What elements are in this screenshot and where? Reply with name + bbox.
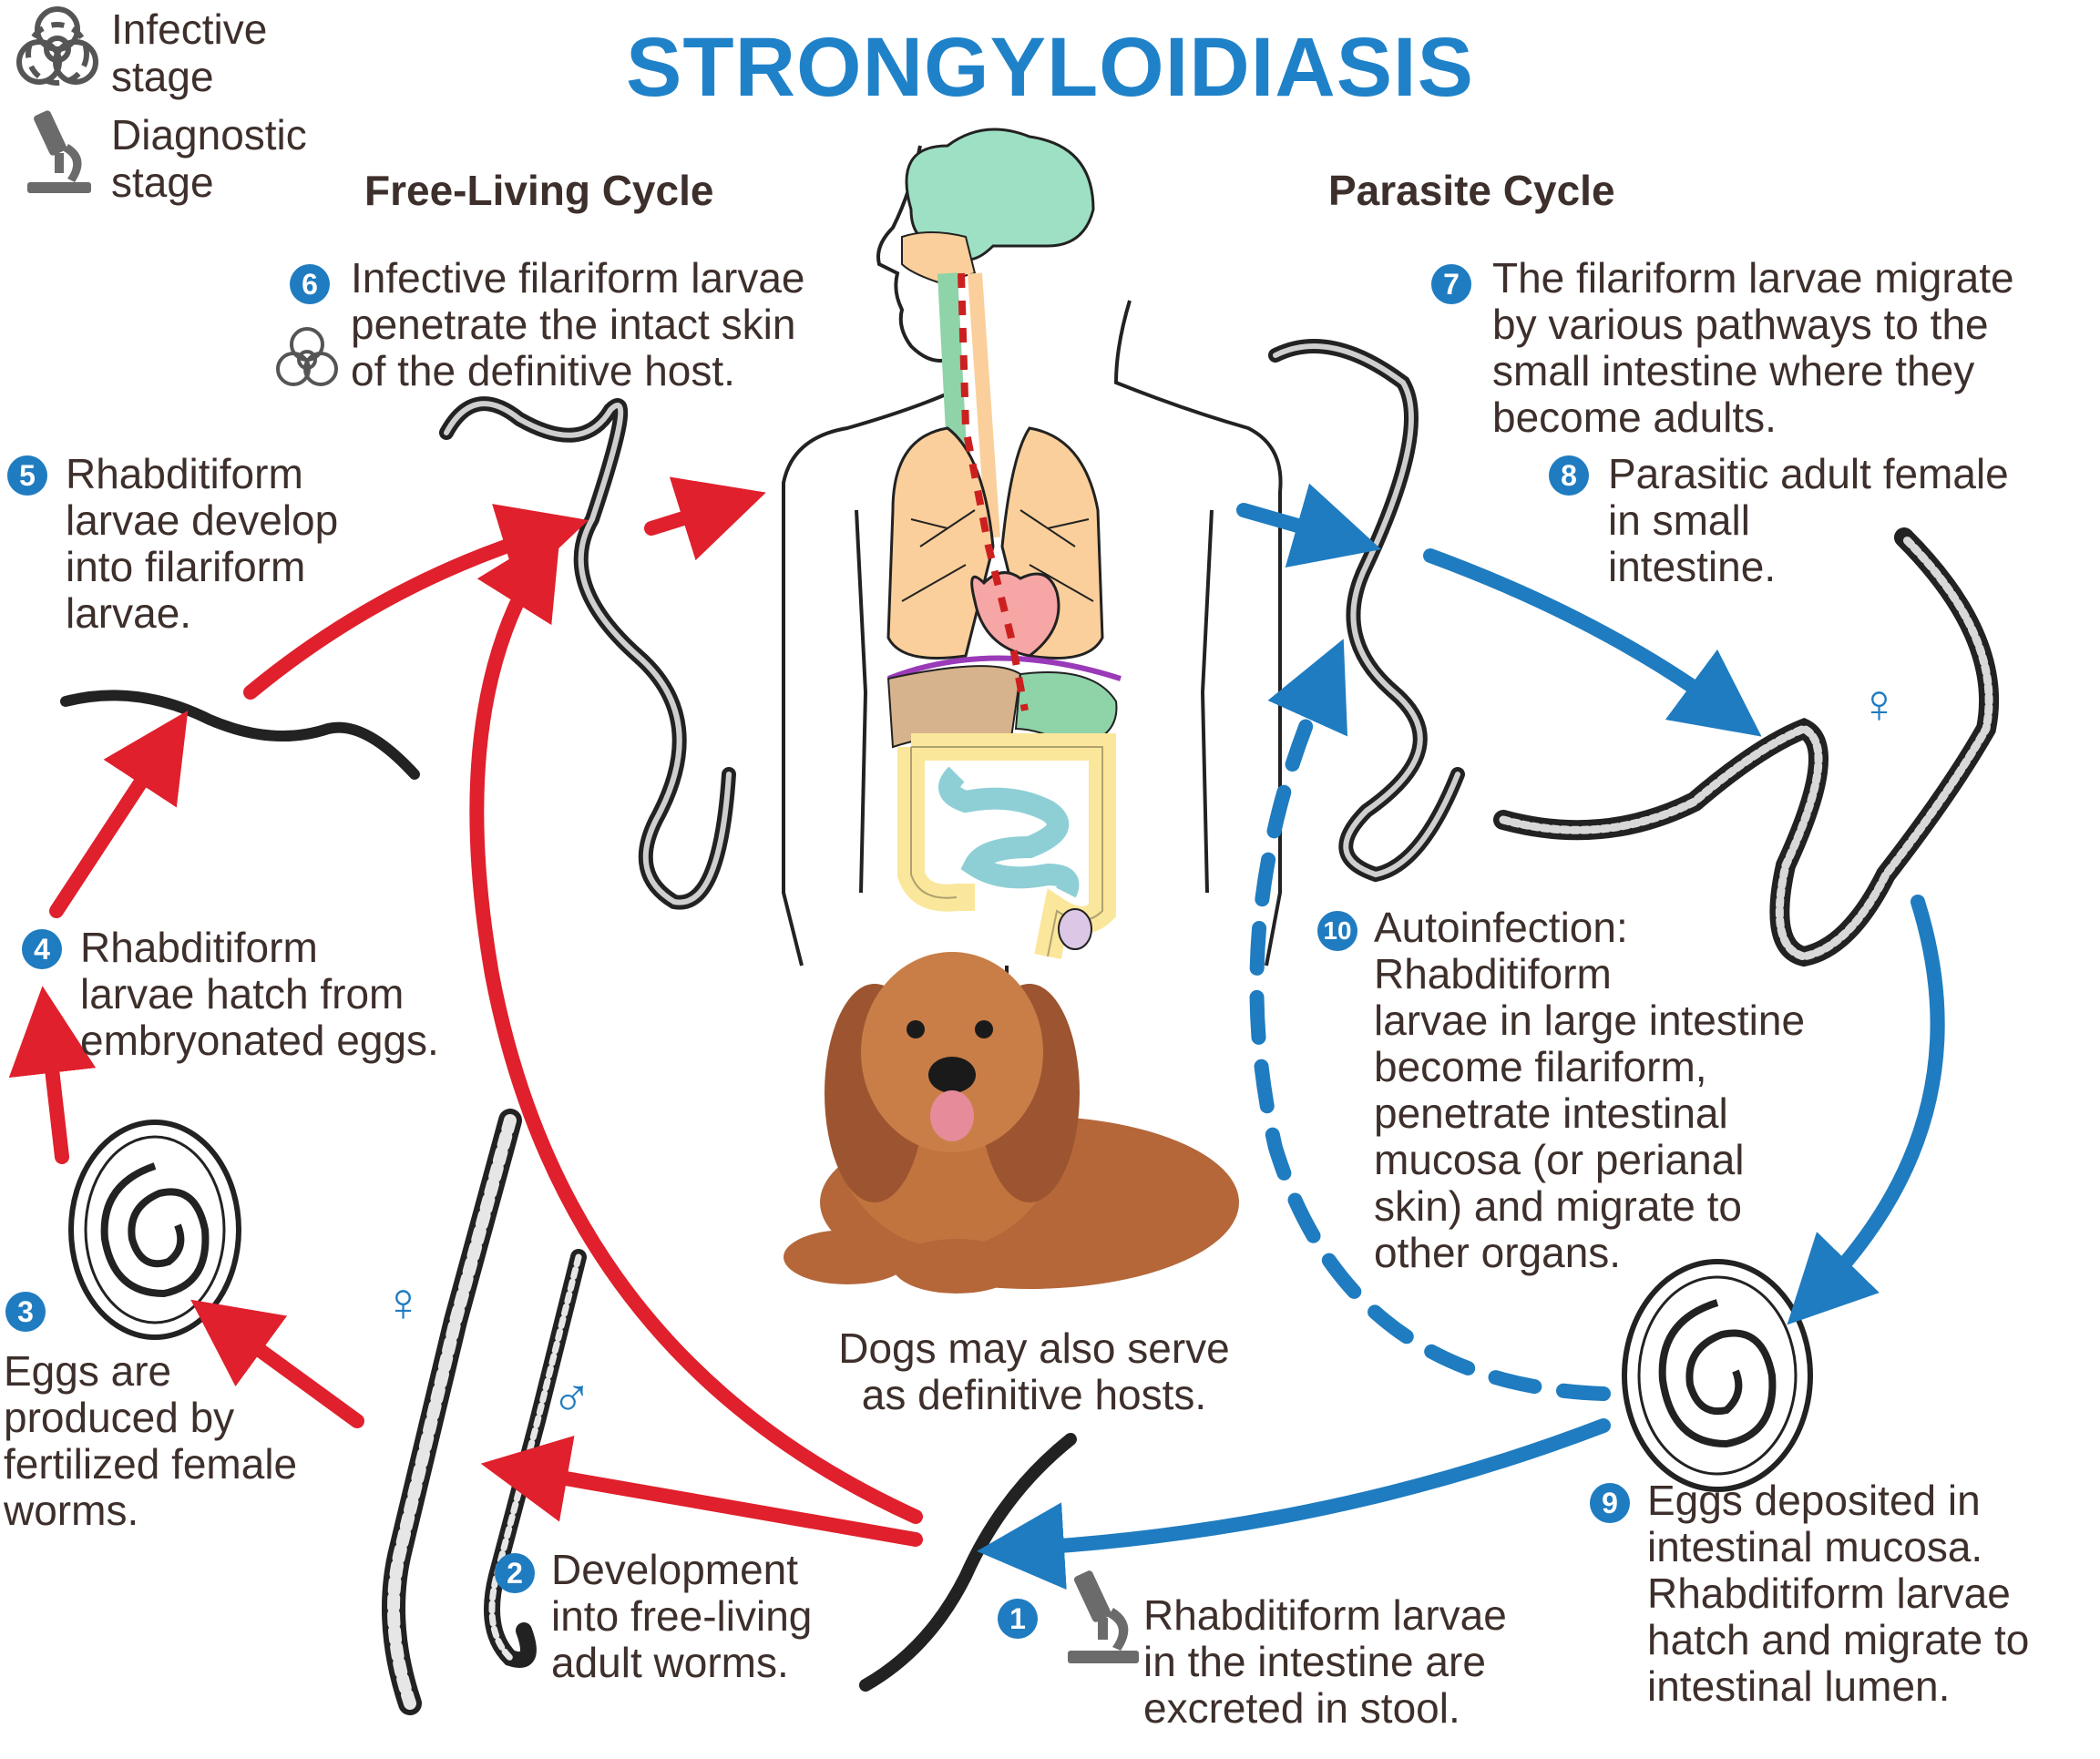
step-2-text: Development into free-living adult worms… — [551, 1546, 813, 1686]
filariform-larva-left — [439, 396, 736, 910]
microscope-icon — [27, 110, 91, 193]
male-symbol-free-living: ♂ — [551, 1367, 592, 1428]
microscope-icon-step1 — [1068, 1570, 1139, 1663]
parasite-cycle-heading: Parasite Cycle — [1328, 167, 1615, 214]
legend-infective-label: Infective stage — [111, 5, 268, 100]
human-body-outline — [782, 145, 1283, 1011]
embryonated-egg-left — [68, 1120, 241, 1340]
egg-in-mucosa-right — [1622, 1259, 1813, 1492]
rhabditiform-larva-5 — [60, 690, 420, 780]
step-badge-8: 8 — [1549, 455, 1589, 496]
dog-caption: Dogs may also serve as definitive hosts. — [838, 1324, 1230, 1418]
arrow-1-to-2 — [480, 1435, 923, 1547]
small-intestine — [938, 766, 1080, 898]
step-9-text: Eggs deposited in intestinal mucosa. Rha… — [1647, 1477, 2030, 1710]
step-badge-2: 2 — [495, 1553, 535, 1593]
parasitic-adult-female — [1493, 527, 1999, 967]
arrow-2-to-3 — [190, 1299, 364, 1428]
step-badge-6: 6 — [290, 264, 330, 304]
step-6-text: Infective filariform larvae penetrate th… — [351, 254, 805, 394]
step-3-text: Eggs are produced by fertilized female w… — [4, 1347, 298, 1534]
step-badge-5: 5 — [7, 455, 47, 496]
step-badge-4: 4 — [22, 929, 62, 969]
step-badge-9: 9 — [1590, 1483, 1630, 1523]
step-badge-7: 7 — [1431, 264, 1471, 304]
step-badge-3: 3 — [5, 1292, 46, 1332]
step-badge-10: 10 — [1317, 911, 1357, 951]
arrow-8-to-9 — [1787, 895, 1945, 1325]
female-symbol-parasitic: ♀ — [1859, 673, 1900, 734]
step-8-text: Parasitic adult female in small intestin… — [1608, 450, 2009, 590]
step-7-text: The filariform larvae migrate by various… — [1492, 254, 2014, 441]
filariform-larva-right — [1268, 339, 1465, 883]
female-symbol-free-living: ♀ — [383, 1272, 424, 1333]
rhabditiform-larva-1 — [859, 1433, 1077, 1692]
arrow-3-to-4 — [8, 986, 97, 1164]
arrow-6-to-host — [644, 476, 766, 561]
step-5-text: Rhabditiform larvae develop into filarif… — [66, 450, 339, 637]
arrow-autoinfection — [1249, 639, 1611, 1401]
stomach — [1014, 671, 1118, 749]
dog-image — [784, 952, 1239, 1294]
step-1-text: Rhabditiform larvae in the intestine are… — [1143, 1591, 1507, 1732]
biohazard-icon — [16, 6, 98, 86]
step-10-text: Autoinfection: Rhabditiform larvae in la… — [1374, 904, 1806, 1276]
left-lung — [886, 426, 995, 660]
arrow-host-to-7 — [1236, 483, 1382, 568]
arrow-7-to-8 — [1423, 548, 1762, 737]
arrow-4-to-5 — [49, 710, 189, 918]
biohazard-icon-step6 — [276, 327, 338, 386]
page-title: STRONGYLOIDIASIS — [626, 21, 1474, 114]
step-4-text: Rhabditiform larvae hatch from embryonat… — [80, 924, 439, 1064]
legend-diagnostic-label: Diagnostic stage — [111, 111, 307, 206]
arrow-1-to-6 — [469, 527, 923, 1524]
free-living-cycle-heading: Free-Living Cycle — [364, 167, 714, 214]
step-badge-1: 1 — [998, 1599, 1038, 1639]
heart — [970, 571, 1060, 658]
arrow-9-to-1 — [977, 1418, 1611, 1590]
